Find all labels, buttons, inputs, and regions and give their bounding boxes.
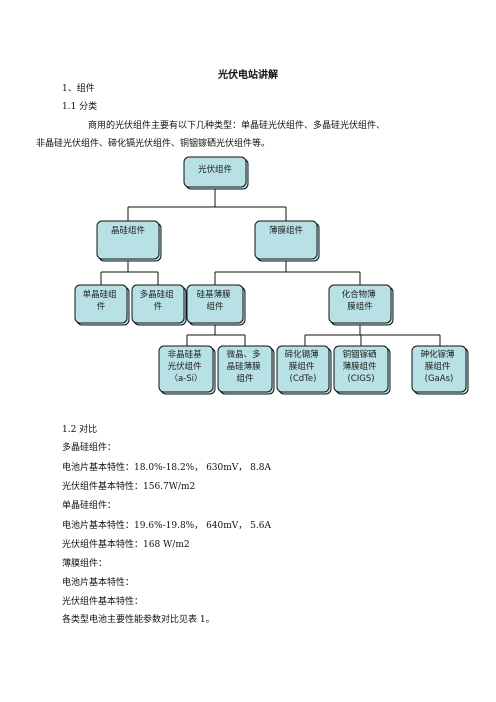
node-compound-thin-film: 化合物薄 膜组件 — [328, 284, 394, 326]
section-1-2-heading: 1.2 对比 — [62, 425, 98, 435]
intro-line-1: 商用的光伏组件主要有以下几种类型：单晶硅光伏组件、多晶硅光伏组件、 — [88, 121, 386, 131]
intro-paragraph: 商用的光伏组件主要有以下几种类型：单晶硅光伏组件、多晶硅光伏组件、 非晶硅光伏组… — [36, 117, 432, 153]
poly-heading: 多晶硅组件： — [62, 443, 117, 453]
mono-module-specs: 光伏组件基本特性：168 W/m2 — [62, 540, 190, 550]
node-micro-poly-si-thin-film: 微晶、多 晶硅薄膜 组件 — [217, 345, 275, 395]
document-title: 光伏电站讲解 — [218, 70, 278, 81]
poly-cell-specs: 电池片基本特性：18.0%-18.2%， 630mV， 8.8A — [62, 463, 271, 473]
node-cigs-label: 铜铟镓硒 薄膜组件 (CIGS) — [343, 349, 380, 384]
thin-film-cell-specs: 电池片基本特性： — [62, 578, 135, 588]
node-pv-module: 光伏组件 — [183, 156, 249, 190]
node-mono-si: 单晶硅组 件 — [74, 284, 130, 326]
intro-line-2: 非晶硅光伏组件、碲化镉光伏组件、铜铟镓硒光伏组件等。 — [36, 139, 271, 149]
node-crystalline-label: 晶硅组件 — [111, 225, 146, 236]
node-amorphous-si: 非晶硅基 光伏组件 （a-Si） — [158, 345, 216, 395]
node-crystalline: 晶硅组件 — [96, 220, 162, 262]
node-micro-poly-si-label: 微晶、多 晶硅薄膜 组件 — [227, 349, 264, 384]
node-gaas-label: 砷化镓薄 膜组件 (GaAs) — [421, 349, 458, 384]
section-1-1-heading: 1.1 分类 — [62, 102, 98, 112]
mono-cell-specs: 电池片基本特性：19.6%-19.8%， 640mV， 5.6A — [62, 521, 271, 531]
node-cdte-label: 碲化镉薄 膜组件 (CdTe) — [285, 349, 322, 384]
table-reference: 各类型电池主要性能参数对比见表 1。 — [62, 615, 215, 625]
mono-heading: 单晶硅组件： — [62, 501, 117, 511]
thin-film-module-specs: 光伏组件基本特性： — [62, 597, 144, 607]
section-1-heading: 1、组件 — [62, 84, 95, 94]
node-amorphous-si-label: 非晶硅基 光伏组件 （a-Si） — [168, 349, 205, 384]
node-cdte: 碲化镉薄 膜组件 (CdTe) — [276, 345, 332, 395]
thin-film-heading: 薄膜组件： — [62, 559, 108, 569]
node-gaas: 砷化镓薄 膜组件 (GaAs) — [411, 345, 469, 395]
node-compound-thin-film-label: 化合物薄 膜组件 — [342, 289, 379, 312]
node-poly-si-label: 多晶硅组 件 — [140, 289, 177, 312]
node-thin-film-label: 薄膜组件 — [269, 225, 304, 236]
node-cigs: 铜铟镓硒 薄膜组件 (CIGS) — [333, 345, 391, 395]
poly-module-specs: 光伏组件基本特性：156.7W/m2 — [62, 482, 196, 492]
node-pv-module-label: 光伏组件 — [198, 164, 233, 175]
node-poly-si: 多晶硅组 件 — [131, 284, 187, 326]
node-si-thin-film-label: 硅基薄膜 组件 — [197, 289, 234, 312]
node-si-thin-film: 硅基薄膜 组件 — [186, 284, 246, 326]
node-mono-si-label: 单晶硅组 件 — [83, 289, 120, 312]
node-thin-film: 薄膜组件 — [254, 220, 320, 262]
